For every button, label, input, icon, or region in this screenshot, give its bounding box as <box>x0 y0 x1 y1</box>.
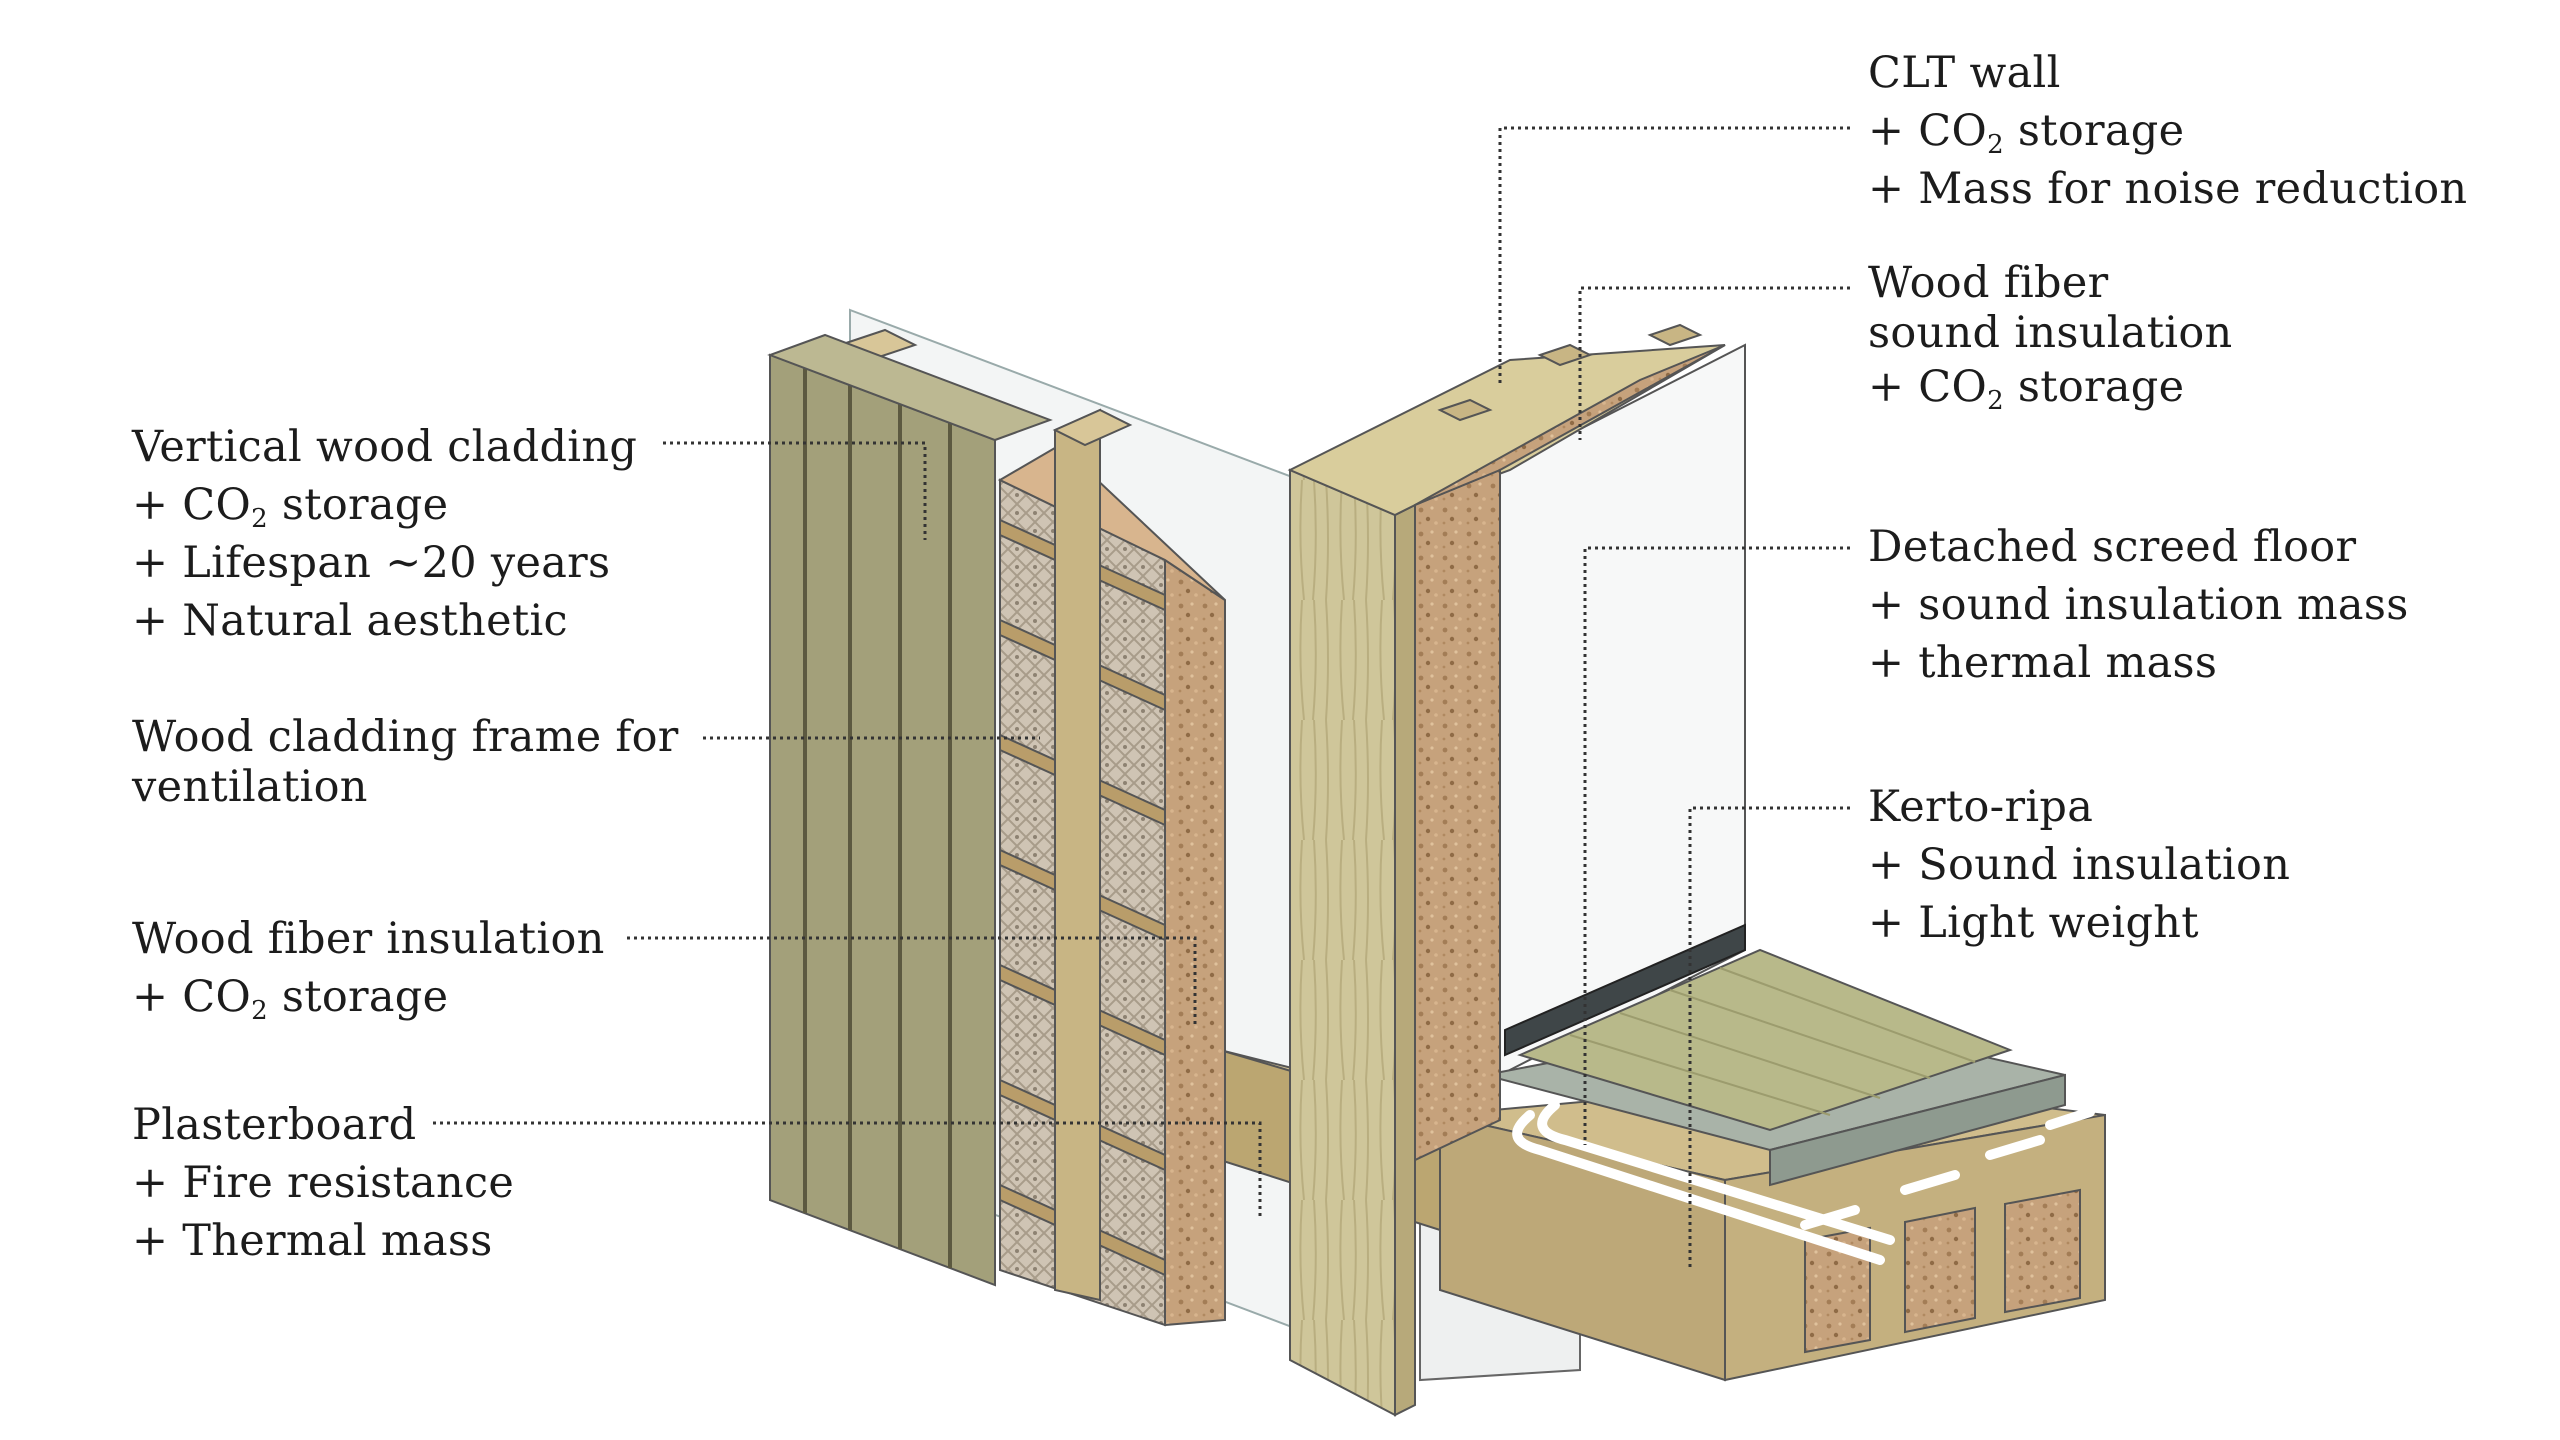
plasterboard-benefit-fire: + Fire resistance <box>132 1158 515 1208</box>
kerto-ripa-benefit-weight: + Light weight <box>1868 898 2199 948</box>
wood-fiber-insulation-edge <box>1164 558 1226 1327</box>
skirting-board <box>1504 923 1746 1057</box>
cladding-frame-callout: Wood cladding frame for ventilation <box>132 712 679 812</box>
floor-boards <box>1569 967 1976 1116</box>
kerto-ripa-benefit-sound: + Sound insulation <box>1868 840 2291 890</box>
wood-fiber-insulation-title: Wood fiber insulation <box>132 914 605 964</box>
plasterboard-title: Plasterboard <box>132 1100 417 1150</box>
plasterboard-benefit-thermal: + Thermal mass <box>132 1216 493 1266</box>
wood-fiber-sound-callout: Wood fiber sound insulation + CO2 storag… <box>1868 258 2233 416</box>
clt-top-battens <box>1437 323 1703 422</box>
kerto-ripa-title: Kerto-ripa <box>1868 782 2094 832</box>
vertical-batten-front <box>1054 408 1101 1302</box>
cladding-frame-title-2: ventilation <box>132 762 368 812</box>
clt-wall-benefit-noise: + Mass for noise reduction <box>1868 164 2468 214</box>
leader-clt-wall <box>1498 126 1850 385</box>
wood-fiber-sound-title-1: Wood fiber <box>1868 258 2109 308</box>
leader-lines <box>433 126 1850 1270</box>
plasterboard-callout: Plasterboard + Fire resistance + Thermal… <box>132 1096 514 1270</box>
vertical-cladding-title: Vertical wood cladding <box>132 422 638 472</box>
vertical-cladding-benefit-aesthetic: + Natural aesthetic <box>132 596 568 646</box>
vertical-batten-top <box>1052 408 1133 447</box>
wood-fiber-insulation-benefit-co2: + CO2 storage <box>132 972 449 1026</box>
clt-wall-benefit-co2: + CO2 storage <box>1868 106 2185 160</box>
screed-floor-benefit-thermal: + thermal mass <box>1868 638 2218 688</box>
clt-wall-top <box>1287 344 1726 517</box>
wood-fiber-sound-layer <box>1414 468 1501 1162</box>
clt-wall-callout: CLT wall + CO2 storage + Mass for noise … <box>1868 44 2467 218</box>
screed-floor-callout: Detached screed floor + sound insulation… <box>1868 518 2409 692</box>
screed-floor-benefit-sound: + sound insulation mass <box>1868 580 2409 630</box>
wood-fiber-sound-title-2: sound insulation <box>1868 308 2233 358</box>
floor-heating-pipes <box>1512 1100 2095 1265</box>
screed-side <box>1769 1073 2066 1187</box>
leader-vertical-cladding <box>663 441 927 540</box>
vertical-cladding-benefit-co2: + CO2 storage <box>132 480 449 534</box>
leader-plasterboard <box>433 1121 1262 1218</box>
floor-finish <box>1517 948 2013 1132</box>
clt-wall-title: CLT wall <box>1868 48 2061 98</box>
vertical-cladding-callout: Vertical wood cladding + CO2 storage + L… <box>132 418 637 650</box>
leader-wood-fiber-sound <box>1578 286 1850 440</box>
leader-wood-fiber-insulation <box>627 936 1197 1025</box>
cladding-board-joints <box>803 368 952 1268</box>
wood-fiber-insulation-callout: Wood fiber insulation + CO2 storage <box>132 910 605 1026</box>
wood-fiber-sound-benefit-co2: + CO2 storage <box>1868 362 2185 416</box>
vertical-cladding-benefit-lifespan: + Lifespan ~20 years <box>132 538 611 588</box>
wood-fiber-sound-top <box>1414 344 1726 506</box>
clt-wall-front <box>1289 468 1396 1417</box>
kerto-cells <box>1804 1188 2081 1354</box>
cladding-top-rail <box>767 333 1053 442</box>
screed-floor-title: Detached screed floor <box>1868 522 2357 572</box>
kerto-ripa-callout: Kerto-ripa + Sound insulation + Light we… <box>1868 778 2290 952</box>
cladding-frame-title-1: Wood cladding frame for <box>132 712 679 762</box>
clt-wall-edge <box>1394 503 1416 1417</box>
